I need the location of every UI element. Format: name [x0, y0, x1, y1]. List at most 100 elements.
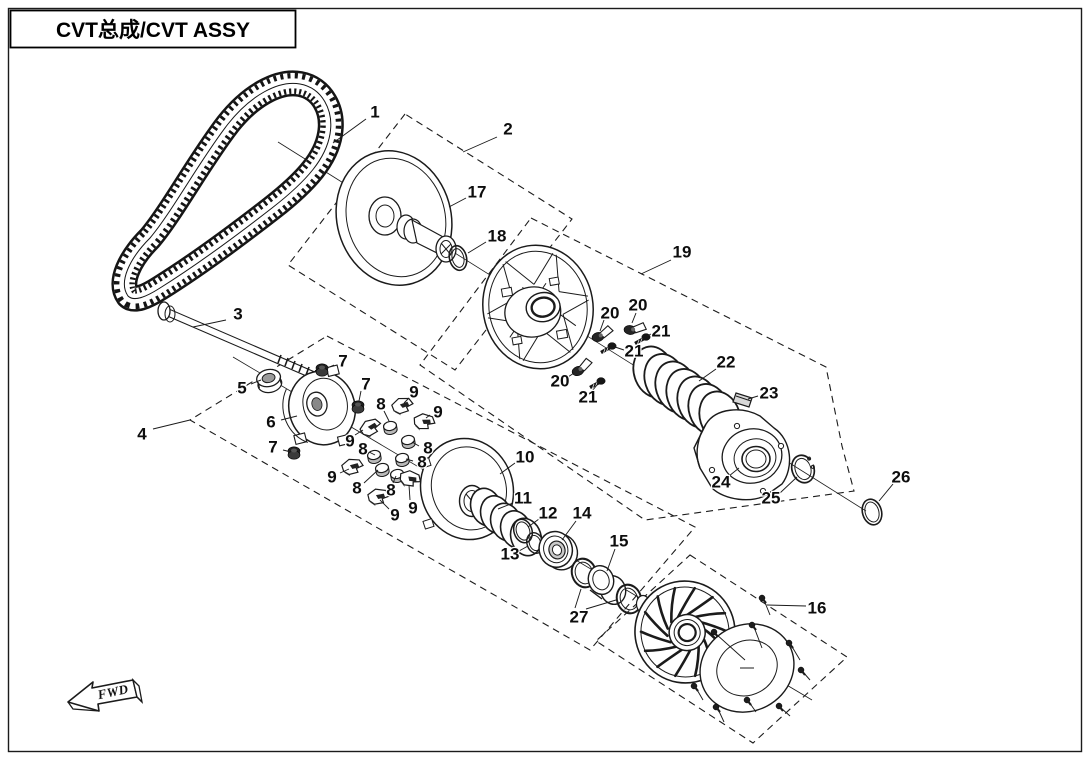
callout-number-8: 8 [352, 479, 361, 498]
callout-leader-9 [379, 499, 390, 510]
callout-leader-9 [425, 414, 431, 419]
callout-number-9: 9 [390, 506, 399, 525]
callout-leader-21 [646, 333, 652, 337]
page-title: CVT总成/CVT ASSY [56, 18, 250, 42]
callout-leader-8 [368, 451, 376, 456]
callout-leader-7 [282, 449, 292, 453]
callout-number-8: 8 [423, 439, 432, 458]
part-27-seal-b [615, 583, 643, 615]
assembly-box-19 [419, 217, 855, 521]
assembly-box-2 [287, 113, 573, 371]
callout-leader-3 [192, 319, 227, 328]
part-9-slider [357, 415, 385, 441]
part-23-key [732, 392, 753, 408]
callout-leader-21 [591, 384, 598, 392]
callout-number-8: 8 [386, 481, 395, 500]
title-block: CVT总成/CVT ASSY [9, 9, 297, 49]
callout-number-3: 3 [233, 305, 242, 324]
part-8-roller [382, 419, 399, 437]
callout-leader-20 [599, 319, 605, 332]
callout-number-8: 8 [417, 453, 426, 472]
callout-number-9: 9 [433, 403, 442, 422]
callout-number-7: 7 [338, 352, 347, 371]
part-11-spring [469, 487, 543, 557]
callout-leader-8 [383, 410, 390, 422]
callout-number-5: 5 [237, 379, 246, 398]
callout-leader-12 [527, 518, 540, 528]
callout-leader-18 [467, 241, 487, 254]
callout-leader-8 [363, 469, 379, 484]
callout-number-14: 14 [573, 504, 592, 523]
part-8-roller [366, 448, 383, 466]
part-26-o-ring [861, 498, 883, 526]
part-spider-wheel [482, 244, 594, 370]
callout-leader-27 [574, 588, 582, 609]
callout-leader-9 [403, 397, 410, 404]
callout-leader-20 [567, 372, 575, 378]
callout-number-16: 16 [808, 599, 827, 618]
shaft-17 [396, 214, 457, 263]
page-border [7, 7, 1083, 753]
callout-number-21: 21 [579, 388, 598, 407]
callout-number-9: 9 [409, 383, 418, 402]
callout-leader-8 [411, 441, 420, 447]
callout-number-13: 13 [501, 545, 520, 564]
part-7-nut [351, 400, 365, 414]
assembly-box-4 [188, 335, 696, 651]
callout-leader-9 [339, 468, 350, 474]
part-1-drive-belt [124, 83, 330, 298]
callout-leader-19 [640, 259, 672, 275]
callout-number-25: 25 [762, 489, 781, 508]
callout-leader-7 [324, 364, 335, 370]
part-21-screw [588, 375, 607, 390]
callout-number-27: 27 [570, 608, 589, 627]
callout-number-2: 2 [503, 120, 512, 139]
fwd-label: FWD [95, 681, 130, 702]
callout-leader-8 [392, 475, 397, 484]
callout-leader-27 [585, 599, 617, 610]
callout-number-9: 9 [327, 468, 336, 487]
callout-number-21: 21 [625, 342, 644, 361]
callout-number-1: 1 [370, 103, 379, 122]
callout-number-17: 17 [468, 183, 487, 202]
callout-leader-22 [698, 368, 717, 382]
callout-leader-6 [280, 415, 298, 421]
callout-number-15: 15 [610, 532, 629, 551]
callout-number-23: 23 [760, 384, 779, 403]
callout-number-10: 10 [516, 448, 535, 467]
fwd-arrow: FWD [67, 677, 144, 712]
callout-leader-15 [606, 548, 616, 572]
part-5-nut [256, 368, 283, 394]
part-21-screw [599, 340, 618, 355]
callout-number-22: 22 [717, 353, 736, 372]
callout-leader-10 [499, 462, 516, 475]
part-fan-plate [689, 593, 811, 723]
part-20-roller-arm [568, 356, 596, 378]
callout-leader-17 [448, 197, 467, 208]
callout-leader-11 [497, 502, 514, 510]
callout-leader-4 [152, 419, 191, 430]
part-8-roller [400, 433, 417, 451]
part-20-roller-arm [589, 324, 616, 344]
part-18-o-ring [448, 244, 468, 272]
callout-number-19: 19 [673, 243, 692, 262]
callout-leader-5 [250, 379, 262, 385]
callout-number-21: 21 [652, 322, 671, 341]
callout-leader-9 [408, 484, 411, 501]
callout-number-9: 9 [345, 432, 354, 451]
callout-leader-26 [878, 483, 894, 502]
callout-number-20: 20 [629, 296, 648, 315]
part-22-spring [632, 345, 742, 444]
part-7-nut [315, 363, 329, 377]
callout-number-7: 7 [361, 375, 370, 394]
plate-screws [689, 593, 811, 723]
part-8-roller [394, 451, 411, 469]
callout-leader-20 [631, 312, 637, 324]
callout-number-4: 4 [137, 425, 147, 444]
callout-number-18: 18 [488, 227, 507, 246]
callout-number-8: 8 [358, 440, 367, 459]
callout-number-7: 7 [268, 438, 277, 457]
part-8-roller [374, 461, 391, 479]
